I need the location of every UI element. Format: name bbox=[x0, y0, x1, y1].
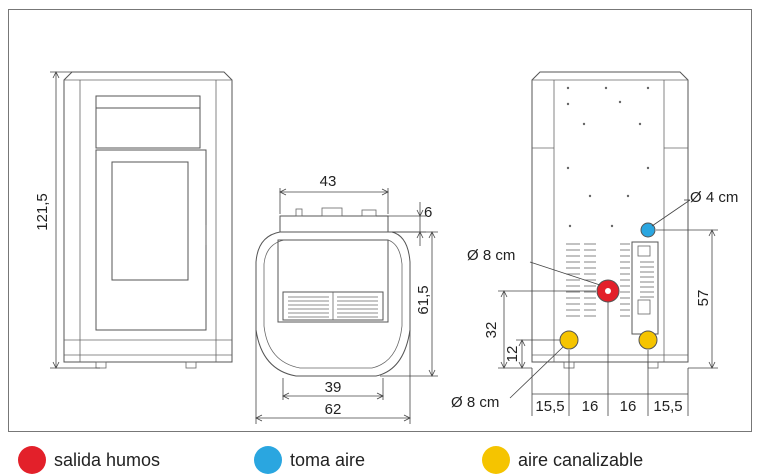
legend: salida humos toma aire aire canalizable bbox=[0, 440, 772, 476]
offset-left-label: 15,5 bbox=[535, 398, 564, 415]
air-intake-diameter-label: Ø 4 cm bbox=[690, 189, 738, 206]
legend-item-air-intake: toma aire bbox=[254, 446, 365, 474]
drawing-frame bbox=[8, 9, 752, 432]
width-inner-label: 39 bbox=[325, 379, 342, 396]
legend-label: toma aire bbox=[290, 449, 366, 470]
front-view: 121,5 bbox=[34, 71, 233, 369]
height-label: 121,5 bbox=[34, 193, 51, 231]
offset-right-label: 15,5 bbox=[653, 398, 682, 415]
blue-dot-icon bbox=[254, 446, 282, 474]
width-top-label: 43 bbox=[320, 173, 337, 190]
yellow-dot-icon bbox=[482, 446, 510, 474]
legend-label: aire canalizable bbox=[518, 449, 644, 470]
flue-diameter-label: Ø 8 cm bbox=[467, 247, 515, 264]
air-intake-port bbox=[640, 222, 656, 238]
depth-label: 61,5 bbox=[415, 285, 432, 314]
ducted-height-label: 12 bbox=[504, 346, 521, 363]
depth-top-label: 6 bbox=[424, 204, 432, 221]
air-intake-height-label: 57 bbox=[695, 290, 712, 307]
legend-item-ducted-air: aire canalizable bbox=[482, 446, 643, 474]
ducted-air-port-right bbox=[638, 330, 658, 350]
legend-item-flue-outlet: salida humos bbox=[18, 446, 160, 474]
rear-view: Ø 4 cm Ø 8 cm Ø 8 cm 57 32 12 15,5 bbox=[451, 71, 738, 416]
ducted-air-diameter-label: Ø 8 cm bbox=[451, 394, 499, 411]
ducted-air-port-left bbox=[559, 330, 579, 350]
width-label: 62 bbox=[325, 401, 342, 418]
offset-center-left-label: 16 bbox=[582, 398, 599, 415]
legend-label: salida humos bbox=[54, 449, 161, 470]
top-view: 43 6 61,5 39 62 bbox=[255, 173, 438, 424]
flue-height-label: 32 bbox=[483, 322, 500, 339]
red-dot-icon bbox=[18, 446, 46, 474]
offset-center-right-label: 16 bbox=[620, 398, 637, 415]
